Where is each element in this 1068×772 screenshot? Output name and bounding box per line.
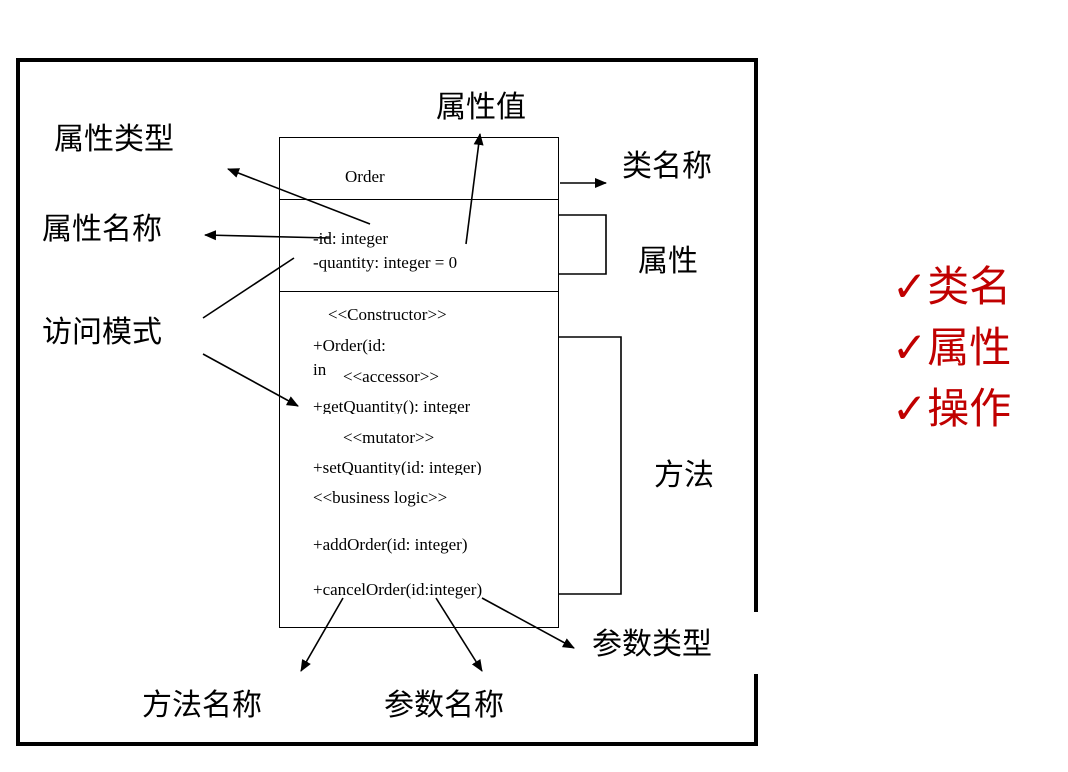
arrow-parameter-type <box>481 597 575 649</box>
label-attribute-name: 属性名称 <box>42 212 162 247</box>
constructor-line2: in <box>313 361 327 375</box>
checklist-item-class-name: ✓类名 <box>892 262 1012 311</box>
label-methods: 方法 <box>654 458 714 493</box>
bracket-attributes <box>559 214 607 275</box>
arrow-method-name <box>300 597 344 672</box>
mutator-operation: +setQuantity(id: integer) <box>313 459 482 475</box>
frame-gap <box>750 612 764 674</box>
attribute-quantity: -quantity: integer = 0 <box>313 253 458 272</box>
arrow-access-mode-operation <box>202 353 299 407</box>
arrow-parameter-name <box>435 597 483 672</box>
arrow-attribute-value <box>465 133 484 245</box>
label-parameter-name: 参数名称 <box>384 688 504 723</box>
label-method-name: 方法名称 <box>142 688 262 723</box>
label-access-mode: 访问模式 <box>42 315 162 350</box>
uml-class-box <box>279 137 559 628</box>
class-name-divider <box>280 199 558 200</box>
add-order-operation: +addOrder(id: integer) <box>313 535 468 554</box>
constructor-line1: +Order(id: <box>313 336 386 355</box>
label-attribute-value: 属性值 <box>436 90 526 125</box>
bracket-methods <box>559 336 622 595</box>
business-stereotype: <<business logic>> <box>313 488 448 507</box>
mutator-stereotype: <<mutator>> <box>343 428 435 447</box>
checklist-item-attributes: ✓属性 <box>892 323 1012 372</box>
attributes-divider <box>280 291 558 292</box>
class-name: Order <box>345 167 385 186</box>
arrow-attribute-name <box>204 230 331 241</box>
checklist-item-operations: ✓操作 <box>892 384 1012 433</box>
accessor-stereotype: <<accessor>> <box>343 367 439 386</box>
label-parameter-type: 参数类型 <box>592 627 712 662</box>
label-class-name: 类名称 <box>622 149 712 184</box>
accessor-operation: +getQuantity(): integer <box>313 398 471 414</box>
cancel-order-operation: +cancelOrder(id:integer) <box>313 580 483 599</box>
label-attribute-type: 属性类型 <box>54 122 174 157</box>
line-access-mode-attribute <box>202 257 295 319</box>
diagram-frame <box>16 58 758 746</box>
attribute-id: -id: integer <box>313 229 389 248</box>
constructor-stereotype: <<Constructor>> <box>328 305 447 324</box>
arrow-attribute-type <box>227 168 371 225</box>
label-attributes: 属性 <box>638 244 698 279</box>
